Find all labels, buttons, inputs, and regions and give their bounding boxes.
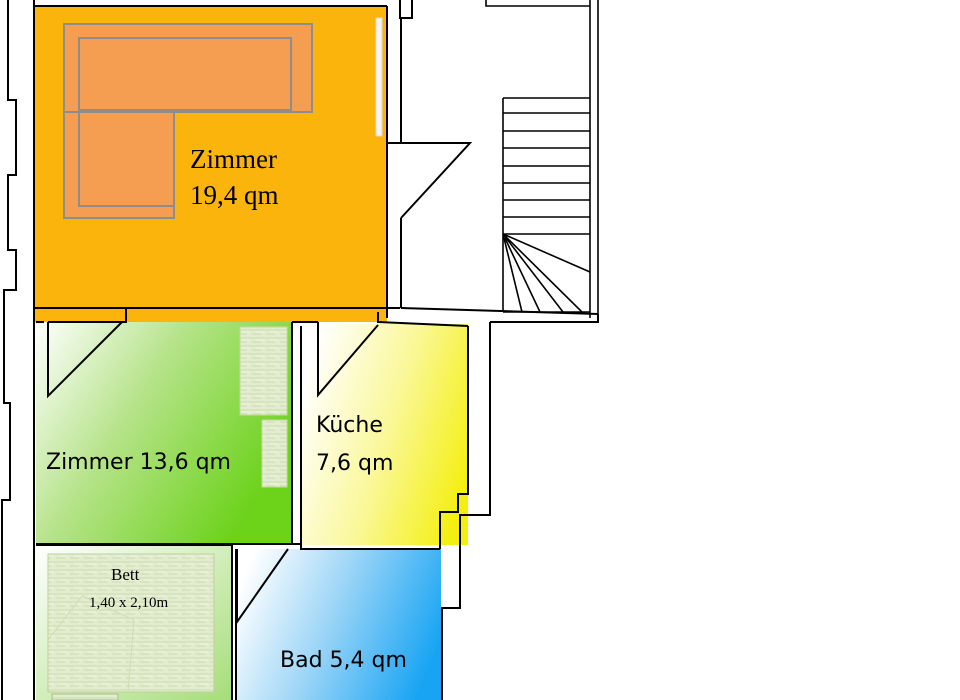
room-label-kueche: Küche bbox=[316, 413, 383, 438]
room-area-kueche: 7,6 qm bbox=[316, 451, 393, 476]
room-label-bad: Bad 5,4 qm bbox=[280, 648, 407, 673]
room-label-zimmer-small: Zimmer 13,6 qm bbox=[46, 450, 231, 475]
shelf-bottom bbox=[261, 419, 288, 488]
stairwell bbox=[485, 0, 599, 318]
bed-size: 1,40 x 2,10m bbox=[89, 595, 169, 611]
corner-sofa bbox=[63, 23, 313, 219]
shelf-top bbox=[239, 326, 288, 416]
bed-label: Bett bbox=[111, 565, 140, 584]
room-bad-fill bbox=[236, 549, 441, 700]
bed bbox=[47, 553, 215, 700]
walls bbox=[1, 0, 599, 700]
room-area-zimmer-large: 19,4 qm bbox=[190, 180, 279, 210]
room-kueche-fill bbox=[301, 324, 468, 545]
radiator bbox=[375, 17, 383, 137]
room-label-zimmer-large: Zimmer bbox=[190, 144, 277, 174]
